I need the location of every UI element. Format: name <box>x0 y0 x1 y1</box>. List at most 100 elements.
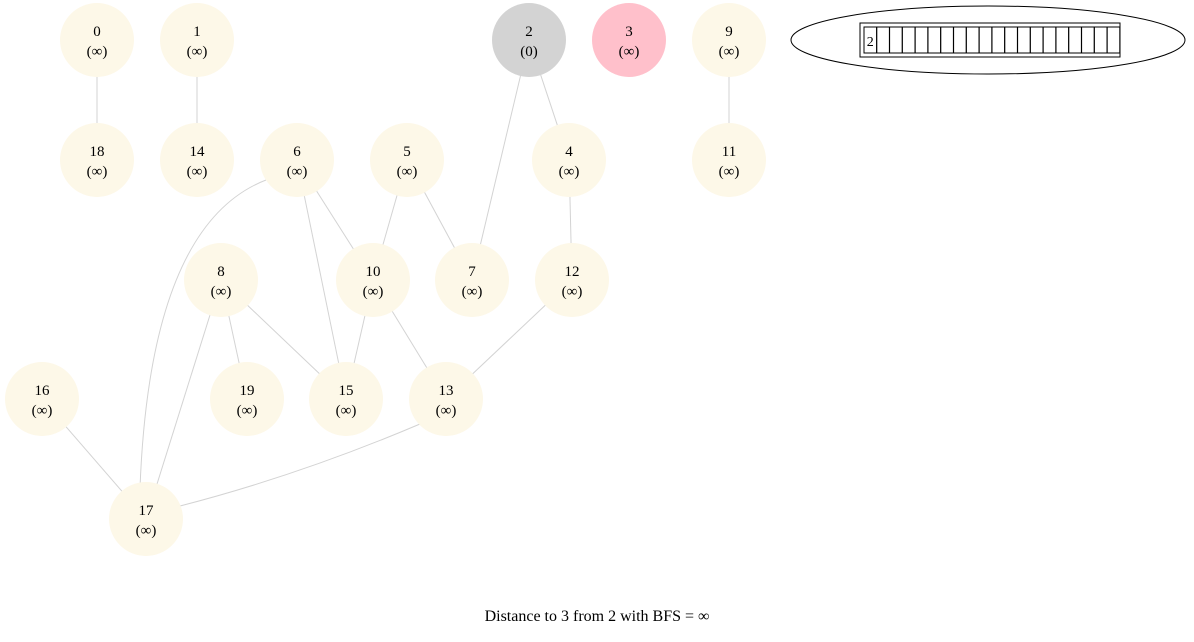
node-15: 15(∞) <box>309 362 383 436</box>
edge-8-15 <box>245 303 322 376</box>
node-5-id-label: 5 <box>403 144 411 160</box>
node-19-id-label: 19 <box>240 383 255 399</box>
node-11-circle <box>692 123 766 197</box>
queue-cell-13 <box>1029 26 1044 54</box>
node-10-id-label: 10 <box>366 264 381 280</box>
queue-cell-4 <box>914 26 929 54</box>
node-8: 8 (∞) <box>184 243 258 317</box>
node-12-distance-label: (∞) <box>562 284 583 300</box>
queue-cell-12 <box>1017 26 1031 54</box>
node-19-circle <box>210 362 284 436</box>
node-0-distance-label: (∞) <box>87 44 108 60</box>
queue-cell-15 <box>1055 26 1070 54</box>
queue-cell-18 <box>1093 26 1108 54</box>
node-17-id-label: 17 <box>139 503 155 519</box>
edge-12-13 <box>471 303 547 376</box>
node-3-circle <box>592 3 666 77</box>
edge-8-17 <box>156 313 211 486</box>
edge-5-7 <box>423 190 456 250</box>
node-0: 0(∞) <box>60 3 134 77</box>
node-11-id-label: 11 <box>722 144 736 160</box>
queue-cell-0-value: 2 <box>867 35 874 50</box>
node-1-id-label: 1 <box>193 24 201 40</box>
edge-5-10 <box>382 193 398 247</box>
bfs-result-caption: Distance to 3 from 2 with BFS = ∞ <box>484 608 710 625</box>
queue-cell-6 <box>940 26 954 54</box>
bfs-graph-diagram: 0(∞)1(∞)2(0)3(∞)9(∞)18(∞)14(∞)6(∞)5(∞)4(… <box>5 3 1186 556</box>
node-7: 7 (∞) <box>435 243 509 317</box>
edge-4-12 <box>569 194 572 246</box>
node-7-circle <box>435 243 509 317</box>
node-16: 16(∞) <box>5 362 79 436</box>
node-17-distance-label: (∞) <box>136 523 157 539</box>
node-2-circle <box>492 3 566 77</box>
node-8-id-label: 8 <box>217 264 225 280</box>
edge-2-4 <box>539 73 559 127</box>
queue-cell-1 <box>876 26 890 54</box>
node-8-distance-label: (∞) <box>211 284 232 300</box>
node-9-id-label: 9 <box>725 24 733 40</box>
queue-cell-8 <box>965 26 980 54</box>
node-3-id-label: 3 <box>625 24 633 40</box>
node-18: 18(∞) <box>60 123 134 197</box>
queue-cell-14 <box>1042 26 1057 54</box>
node-9: 9 (∞) <box>692 3 766 77</box>
node-13-id-label: 13 <box>439 383 454 399</box>
edge-6-15 <box>303 194 340 365</box>
node-17: 17 (∞) <box>109 482 183 556</box>
node-19-distance-label: (∞) <box>237 403 258 419</box>
node-4-distance-label: (∞) <box>559 164 580 180</box>
node-19: 19 (∞) <box>210 362 284 436</box>
node-10-circle <box>336 243 410 317</box>
edge-8-19 <box>228 314 240 365</box>
node-13: 13 (∞) <box>409 362 483 436</box>
node-15-distance-label: (∞) <box>336 403 357 419</box>
node-8-circle <box>184 243 258 317</box>
node-7-id-label: 7 <box>468 264 476 280</box>
queue-cell-7 <box>953 26 967 54</box>
node-13-circle <box>409 362 483 436</box>
node-14-id-label: 14 <box>190 144 206 160</box>
node-6-distance-label: (∞) <box>287 164 308 180</box>
queue-cells: 2 <box>863 26 1121 54</box>
queue-cell-17 <box>1081 26 1095 54</box>
node-6-circle <box>260 123 334 197</box>
node-2-id-label: 2 <box>525 24 533 40</box>
node-7-distance-label: (∞) <box>462 284 483 300</box>
node-5-circle <box>370 123 444 197</box>
node-0-circle <box>60 3 134 77</box>
node-17-circle <box>109 482 183 556</box>
nodes-layer: 0(∞)1(∞)2(0)3(∞)9(∞)18(∞)14(∞)6(∞)5(∞)4(… <box>5 3 766 556</box>
queue-cell-19 <box>1106 26 1121 54</box>
node-2: 2(0) <box>492 3 566 77</box>
edge-6-17 <box>139 179 267 489</box>
queue-cell-5 <box>927 26 942 54</box>
node-3: 3 (∞) <box>592 3 666 77</box>
edge-16-17 <box>64 425 124 493</box>
node-1-circle <box>160 3 234 77</box>
node-13-distance-label: (∞) <box>436 403 457 419</box>
node-14-circle <box>160 123 234 197</box>
node-9-circle <box>692 3 766 77</box>
node-12: 12 (∞) <box>535 243 609 317</box>
edge-6-10 <box>315 189 355 251</box>
node-1-distance-label: (∞) <box>187 44 208 60</box>
queue-cell-3 <box>901 26 916 54</box>
node-2-distance-label: (0) <box>520 44 538 60</box>
node-16-circle <box>5 362 79 436</box>
node-12-circle <box>535 243 609 317</box>
node-6-id-label: 6 <box>293 144 301 160</box>
node-11-distance-label: (∞) <box>719 164 740 180</box>
queue-panel: 2 <box>790 5 1186 75</box>
node-18-distance-label: (∞) <box>87 164 108 180</box>
node-4-circle <box>532 123 606 197</box>
node-6: 6 (∞) <box>260 123 334 197</box>
queue-cell-2 <box>889 26 903 54</box>
node-4-id-label: 4 <box>565 144 573 160</box>
node-9-distance-label: (∞) <box>719 44 740 60</box>
queue-cell-11 <box>1004 26 1018 54</box>
node-10-distance-label: (∞) <box>363 284 384 300</box>
node-12-id-label: 12 <box>565 264 580 280</box>
edge-10-15 <box>353 313 366 366</box>
node-3-distance-label: (∞) <box>619 44 640 60</box>
